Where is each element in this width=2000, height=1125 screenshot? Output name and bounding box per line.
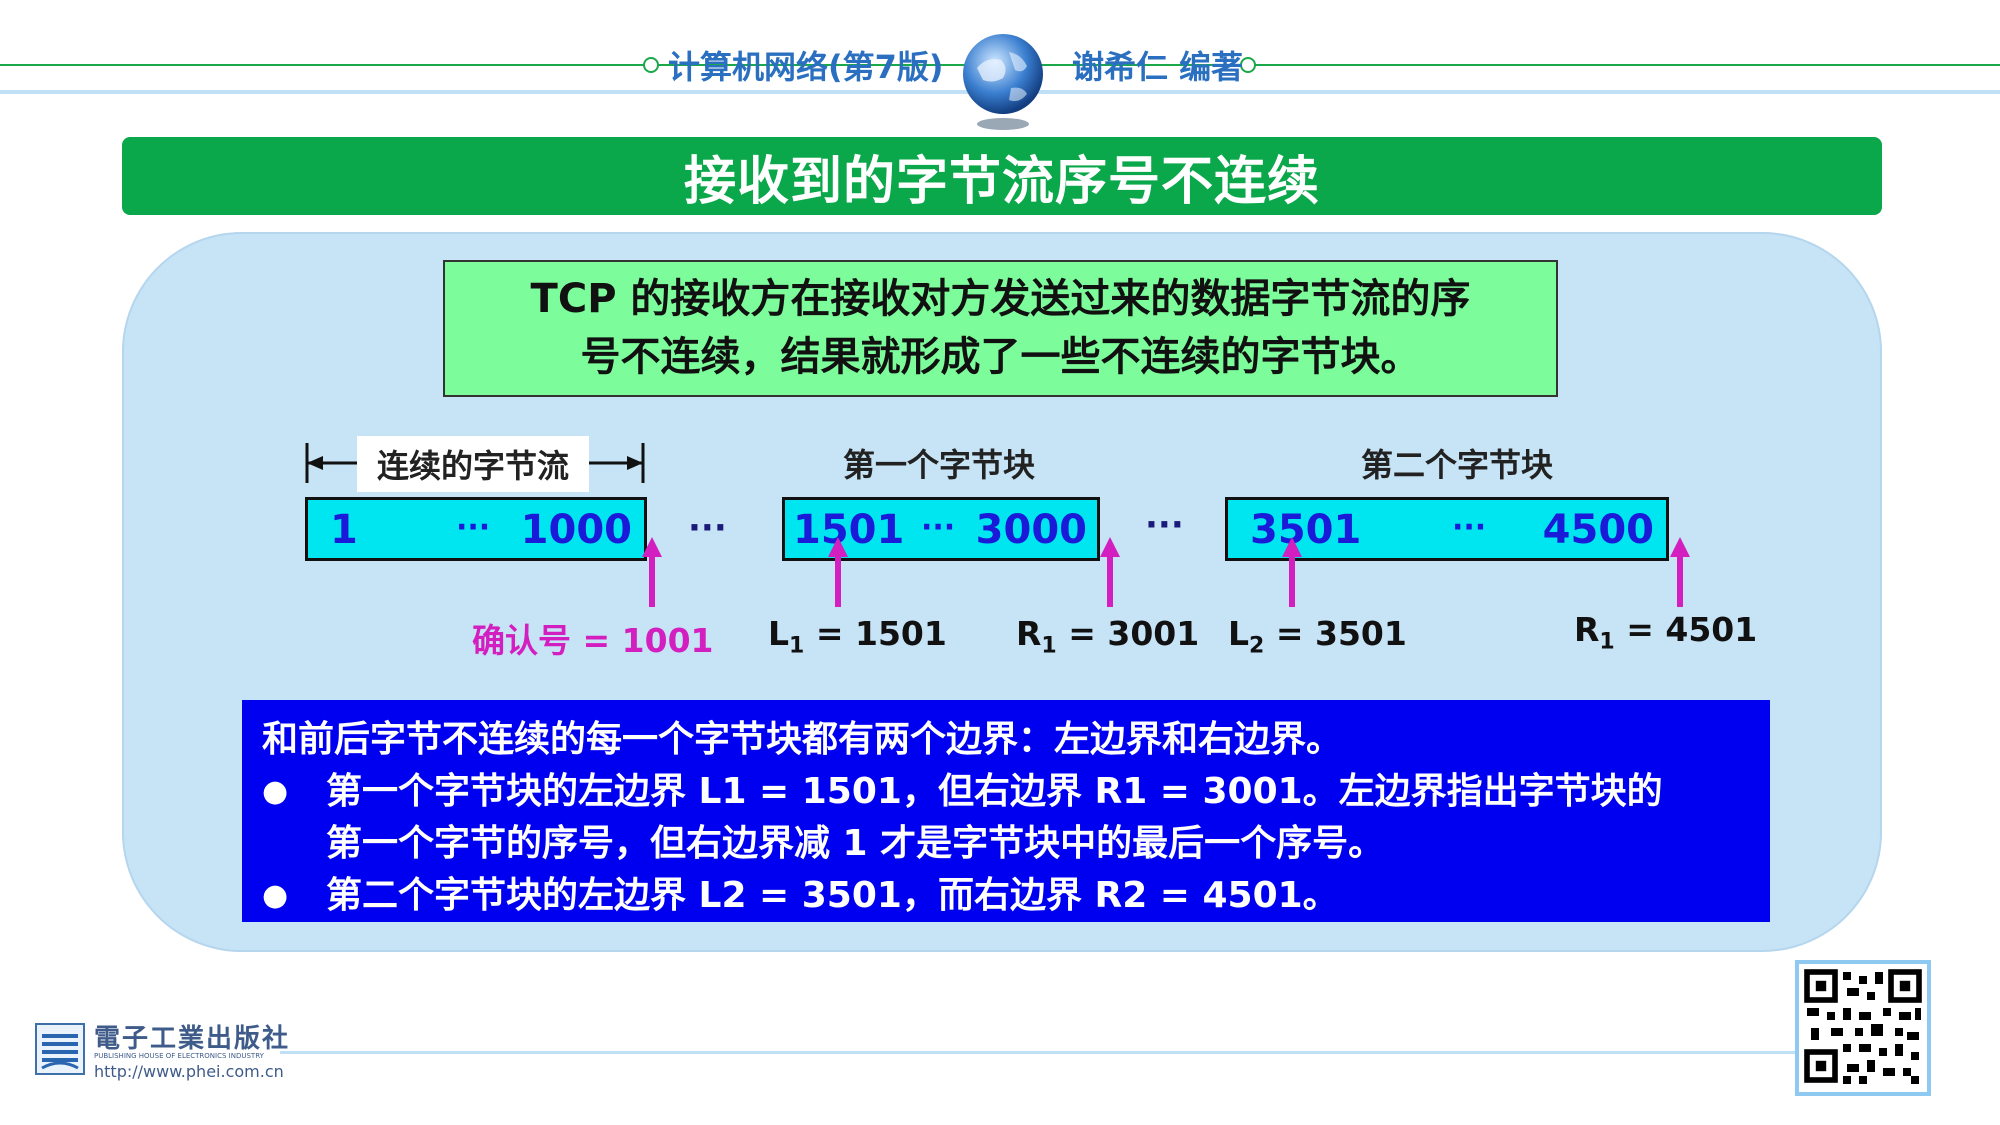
qr-code-icon	[1804, 969, 1922, 1084]
intro-box: TCP 的接收方在接收对方发送过来的数据字节流的序 号不连续，结果就形成了一些不…	[443, 260, 1558, 397]
pointer-arrows	[642, 537, 1690, 607]
author: 谢希仁 编著	[1072, 48, 1244, 86]
gap-ellipsis-1: ···	[688, 508, 727, 548]
info-line-1: 和前后字节不连续的每一个字节块都有两个边界：左边界和右边界。	[262, 719, 1343, 760]
block2-label: 第二个字节块	[1361, 446, 1554, 484]
bullet-icon: ●	[262, 878, 289, 913]
gap-ellipsis-2: ···	[1145, 505, 1184, 545]
qr-code	[1795, 960, 1931, 1096]
slide-title: 接收到的字节流序号不连续	[122, 137, 1882, 215]
intro-line-1: TCP 的接收方在接收对方发送过来的数据字节流的序	[530, 276, 1471, 322]
info-box: 和前后字节不连续的每一个字节块都有两个边界：左边界和右边界。 ● 第一个字节块的…	[242, 700, 1770, 922]
block2-end: 4500	[1542, 507, 1654, 553]
intro-line-2: 号不连续，结果就形成了一些不连续的字节块。	[580, 334, 1421, 380]
block1-end: 3000	[975, 507, 1087, 553]
l2-label: L2 = 3501	[1228, 614, 1407, 659]
header-dot-right	[1240, 57, 1256, 73]
bullet-icon: ●	[262, 774, 289, 809]
block1-start: 1501	[793, 507, 905, 553]
r2-label: R1 = 4501	[1574, 610, 1758, 655]
info-bullet-2: ● 第二个字节块的左边界 L2 = 3501，而右边界 R2 = 4501。	[262, 870, 1770, 922]
publisher-english: PUBLISHING HOUSE OF ELECTRONICS INDUSTRY	[94, 1052, 264, 1060]
block1-ellipsis: ···	[921, 510, 956, 545]
info-bullet-1: ● 第一个字节块的左边界 L1 = 1501，但右边界 R1 = 3001。左边…	[262, 766, 1770, 818]
block2-start: 3501	[1250, 507, 1362, 553]
block2-ellipsis: ···	[1452, 510, 1487, 545]
publisher-logo-icon	[35, 1023, 85, 1075]
ack-number-label: 确认号 = 1001	[472, 621, 714, 660]
continuous-ellipsis: ···	[456, 510, 491, 545]
block1-label: 第一个字节块	[843, 446, 1036, 484]
publisher-name: 電子工業出版社	[94, 1024, 291, 1054]
block1: 1501 ··· 3000	[782, 497, 1100, 561]
globe-icon	[963, 34, 1043, 130]
info-bullet-1-cont: 第一个字节的序号，但右边界减 1 才是字节块中的最后一个序号。	[326, 823, 1385, 864]
continuous-span-arrow	[305, 443, 645, 483]
footer-line	[280, 1051, 1800, 1054]
r1-label: R1 = 3001	[1016, 614, 1200, 659]
continuous-end: 1000	[520, 507, 632, 553]
continuous-block: 1 ··· 1000	[305, 497, 647, 561]
continuous-label: 连续的字节流	[357, 436, 590, 492]
header-dot-left	[643, 57, 659, 73]
continuous-start: 1	[330, 507, 358, 553]
block2: 3501 ··· 4500	[1225, 497, 1669, 561]
book-title: 计算机网络(第7版)	[668, 48, 944, 86]
publisher-url: http://www.phei.com.cn	[94, 1062, 284, 1081]
l1-label: L1 = 1501	[768, 614, 947, 659]
